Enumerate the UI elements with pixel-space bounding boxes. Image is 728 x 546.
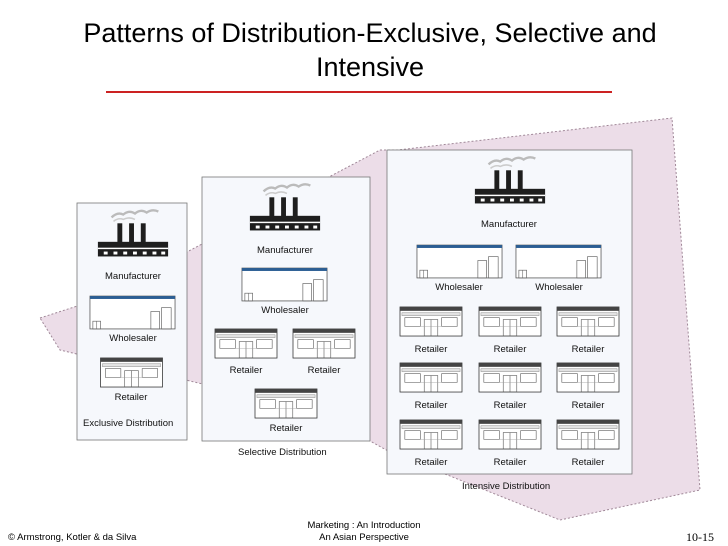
warehouse-icon	[89, 295, 176, 330]
retailer-label: Retailer	[415, 344, 448, 355]
store-icon	[556, 419, 620, 450]
page-number: 10-15	[686, 530, 714, 544]
retailer-label: Retailer	[494, 457, 527, 468]
retailer-label: Retailer	[572, 400, 605, 411]
store-icon	[99, 357, 164, 388]
exclusive-panel: Manufacturer Wholesaler Retailer Exclusi…	[76, 202, 188, 441]
retailer-label: Retailer	[308, 365, 341, 376]
warehouse-icon	[416, 244, 503, 279]
store-icon	[254, 388, 318, 419]
store-icon	[556, 362, 620, 393]
title-underline	[106, 91, 612, 93]
retailer-label: Retailer	[494, 400, 527, 411]
footer-copyright: © Armstrong, Kotler & da Silva	[8, 532, 137, 543]
selective-panel: Manufacturer Wholesaler Retailer Retaile…	[201, 176, 371, 458]
store-icon	[292, 328, 356, 359]
footer-course: Marketing : An Introduction An Asian Per…	[284, 520, 444, 544]
store-icon	[214, 328, 278, 359]
manufacturer-label: Manufacturer	[105, 271, 161, 282]
slide-title: Patterns of Distribution-Exclusive, Sele…	[83, 18, 657, 82]
store-icon	[399, 419, 463, 450]
manufacturer-label: Manufacturer	[481, 219, 537, 230]
retailer-label: Retailer	[494, 344, 527, 355]
wholesaler-label: Wholesaler	[435, 282, 483, 293]
wholesaler-label: Wholesaler	[109, 333, 157, 344]
warehouse-icon	[515, 244, 602, 279]
retailer-label: Retailer	[115, 392, 148, 403]
store-icon	[399, 362, 463, 393]
footer-course-line1: Marketing : An Introduction	[307, 520, 421, 531]
footer-course-line2: An Asian Perspective	[319, 532, 409, 543]
store-icon	[399, 306, 463, 337]
retailer-label: Retailer	[230, 365, 263, 376]
retailer-label: Retailer	[415, 457, 448, 468]
intensive-panel: Manufacturer Wholesaler Wholesaler Retai…	[386, 149, 633, 492]
store-icon	[478, 362, 542, 393]
exclusive-distribution-label: Exclusive Distribution	[83, 418, 173, 429]
selective-distribution-label: Selective Distribution	[238, 447, 327, 458]
retailer-label: Retailer	[572, 344, 605, 355]
store-icon	[478, 306, 542, 337]
retailer-label: Retailer	[270, 423, 303, 434]
store-icon	[478, 419, 542, 450]
wholesaler-label: Wholesaler	[261, 305, 309, 316]
manufacturer-label: Manufacturer	[257, 245, 313, 256]
retailer-label: Retailer	[415, 400, 448, 411]
wholesaler-label: Wholesaler	[535, 282, 583, 293]
store-icon	[556, 306, 620, 337]
warehouse-icon	[241, 267, 328, 302]
intensive-distribution-label: Intensive Distribution	[462, 481, 550, 492]
retailer-label: Retailer	[572, 457, 605, 468]
